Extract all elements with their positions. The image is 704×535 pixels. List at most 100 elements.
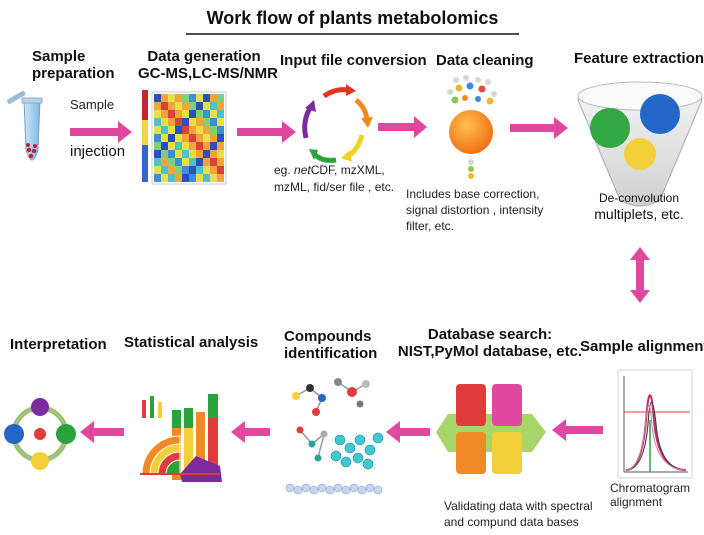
heatmap-cell — [175, 134, 182, 142]
heatmap-cell — [189, 174, 196, 182]
heatmap-cell — [161, 126, 168, 134]
heatmap-cell — [217, 134, 224, 142]
heatmap-cell — [161, 174, 168, 182]
heatmap-cell — [203, 174, 210, 182]
heatmap-cell — [196, 150, 203, 158]
heatmap-cell — [210, 174, 217, 182]
arrow-9 — [80, 421, 124, 443]
statistical-analysis-title: Statistical analysis — [124, 334, 259, 351]
heatmap-cell — [175, 174, 182, 182]
heatmap-cell — [168, 150, 175, 158]
heatmap-cell — [203, 158, 210, 166]
compounds-identification-title: Compounds identification — [284, 328, 378, 363]
heatmap-cell — [217, 142, 224, 150]
flow-arrows — [70, 116, 650, 443]
heatmap-cell — [161, 158, 168, 166]
heatmap-cell — [182, 142, 189, 150]
heatmap-cell — [175, 94, 182, 102]
heatmap-cell — [210, 110, 217, 118]
database-search-desc: Validating data with spectral and compun… — [444, 499, 593, 530]
heatmap-cell — [217, 126, 224, 134]
heatmap-cell — [154, 118, 161, 126]
heatmap-cell — [182, 110, 189, 118]
heatmap-cell — [217, 110, 224, 118]
heatmap-cell — [203, 110, 210, 118]
heatmap-cell — [196, 126, 203, 134]
heatmap-cell — [154, 142, 161, 150]
heatmap-cell — [189, 134, 196, 142]
injection-label: injection — [70, 143, 126, 160]
heatmap-cell — [203, 142, 210, 150]
heatmap-cell — [175, 118, 182, 126]
heatmap-cell — [154, 126, 161, 134]
heatmap-cell — [154, 110, 161, 118]
heatmap-cell — [168, 118, 175, 126]
heatmap-cell — [161, 118, 168, 126]
heatmap-cell — [203, 102, 210, 110]
heatmap-cell — [154, 174, 161, 182]
data-cleaning-title: Data cleaning — [436, 52, 534, 69]
heatmap-cell — [203, 166, 210, 174]
arrow-1 — [70, 121, 132, 143]
heatmap-cell — [175, 110, 182, 118]
molecules-icon — [285, 378, 384, 495]
heatmap-cell — [168, 94, 175, 102]
heatmap-cell — [154, 102, 161, 110]
heatmap-cell — [203, 118, 210, 126]
heatmap-cell — [154, 158, 161, 166]
heatmap-cell — [196, 102, 203, 110]
heatmap-cell — [161, 102, 168, 110]
sample-preparation-title: Sample preparation — [32, 48, 115, 83]
heatmap-cell — [217, 150, 224, 158]
heatmap-cell — [210, 166, 217, 174]
heatmap-cell — [182, 174, 189, 182]
heatmap-cell — [217, 102, 224, 110]
heatmap-cell — [175, 126, 182, 134]
heatmap-cell — [182, 102, 189, 110]
heatmap-cell — [210, 126, 217, 134]
heatmap-cell — [182, 134, 189, 142]
data-cleaning-icon — [447, 75, 497, 179]
heatmap-cell — [189, 126, 196, 134]
heatmap-cell — [175, 142, 182, 150]
heatmap-cell — [189, 118, 196, 126]
heatmap-cell — [203, 126, 210, 134]
heatmap-cell — [196, 118, 203, 126]
heatmap-cell — [154, 134, 161, 142]
heatmap-cell — [196, 94, 203, 102]
heatmap-cell — [168, 126, 175, 134]
heatmap-cell — [210, 134, 217, 142]
arrow-3 — [378, 116, 427, 138]
heatmap-cell — [182, 118, 189, 126]
feature-extraction-title: Feature extraction — [574, 50, 704, 67]
heatmap-cell — [196, 134, 203, 142]
heatmap-cell — [189, 166, 196, 174]
heatmap-cell — [203, 150, 210, 158]
heatmap-cell — [175, 166, 182, 174]
heatmap-cell — [210, 142, 217, 150]
heatmap-cell — [217, 174, 224, 182]
heatmap-cell — [189, 94, 196, 102]
heatmap-cell — [168, 134, 175, 142]
chromatogram-icon — [617, 369, 693, 479]
heatmap-cell — [168, 174, 175, 182]
input-file-conversion-desc: eg. netCDF, mzXML, mzML, fid/ser file , … — [274, 163, 395, 194]
heatmap-cell — [217, 94, 224, 102]
heatmap-cell — [168, 142, 175, 150]
arrow-6 — [552, 419, 603, 441]
heatmap-cell — [175, 150, 182, 158]
heatmap-cell — [154, 166, 161, 174]
diagram-title: Work flow of plants metabolomics — [206, 8, 499, 28]
heatmap-cell — [182, 94, 189, 102]
heatmap-cell — [196, 110, 203, 118]
heatmap-cell — [189, 110, 196, 118]
heatmap-cell — [168, 166, 175, 174]
heatmap-cell — [203, 94, 210, 102]
conversion-cycle-icon — [302, 84, 373, 163]
arrow-2 — [237, 121, 296, 143]
heatmap-cell — [217, 158, 224, 166]
feature-extraction-desc: De-convolution multiplets, etc. — [594, 191, 684, 222]
heatmap-cell — [168, 102, 175, 110]
data-generation-title: Data generation GC-MS,LC-MS/NMR — [138, 48, 278, 83]
